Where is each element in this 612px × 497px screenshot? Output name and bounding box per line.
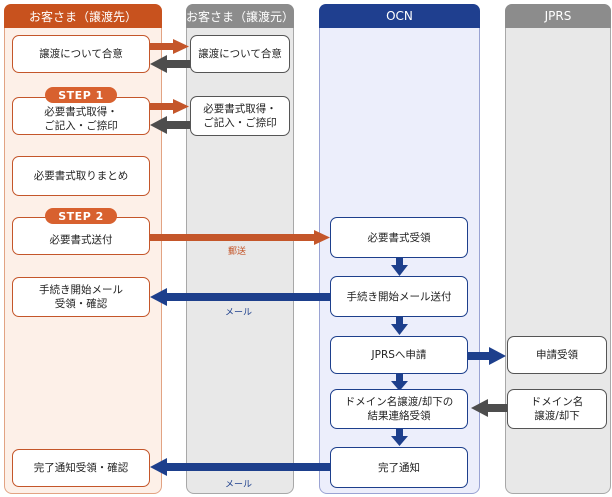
box-jprs-decision-line2: 譲渡/却下 [534,410,580,422]
box-docs-new: 必要書式取得・ ご記入・ご捺印 [12,97,150,135]
label-mail-2: メール [225,480,253,490]
label-post: 郵送 [228,247,247,257]
box-receive-docs-text: 必要書式受領 [367,231,431,244]
box-start-mail-send-text: 手続き開始メール送付 [346,290,452,303]
box-agree-old-text: 譲渡について合意 [198,48,282,60]
box-receive-docs: 必要書式受領 [330,217,468,258]
box-docs-new-line2: ご記入・ご捺印 [44,120,118,132]
box-complete-recv: 完了通知受領・確認 [12,449,150,487]
lane-header-customer-old: お客さま（譲渡元） [186,4,294,28]
box-complete-recv-text: 完了通知受領・確認 [33,462,129,474]
box-agree-new-text: 譲渡について合意 [39,48,123,60]
box-complete: 完了通知 [330,447,468,488]
box-send-text: 必要書式送付 [49,234,113,246]
box-start-mail-recv: 手続き開始メール 受領・確認 [12,277,150,317]
box-start-mail-recv-line2: 受領・確認 [54,298,108,310]
lane-header-ocn: OCN [319,4,480,28]
box-jprs-decision-line1: ドメイン名 [530,396,584,408]
lane-header-customer-new: お客さま（譲渡先） [4,4,162,28]
box-agree-old: 譲渡について合意 [190,35,290,73]
box-jprs-decision: ドメイン名 譲渡/却下 [507,389,607,429]
box-apply-jprs: JPRSへ申請 [330,336,468,374]
box-docs-new-line1: 必要書式取得・ [44,106,118,118]
box-compile: 必要書式取りまとめ [12,156,150,196]
box-start-mail-recv-line1: 手続き開始メール [39,284,123,296]
box-result-recv-line2: 結果連絡受領 [367,410,431,422]
box-jprs-receive-text: 申請受領 [536,349,578,361]
step1-badge: STEP 1 [45,87,117,103]
box-result-recv-line1: ドメイン名譲渡/却下の [344,396,454,408]
box-docs-old-line2: ご記入・ご捺印 [203,117,277,129]
box-compile-text: 必要書式取りまとめ [33,170,129,182]
box-apply-jprs-text: JPRSへ申請 [371,349,427,361]
step2-badge: STEP 2 [45,208,117,224]
box-result-recv: ドメイン名譲渡/却下の 結果連絡受領 [330,389,468,429]
box-jprs-receive: 申請受領 [507,336,607,374]
box-docs-old-line1: 必要書式取得・ [203,103,277,115]
label-mail-1: メール [225,308,253,318]
lane-customer-old [186,4,294,494]
box-agree-new: 譲渡について合意 [12,35,150,73]
box-start-mail-send: 手続き開始メール送付 [330,276,468,317]
box-docs-old: 必要書式取得・ ご記入・ご捺印 [190,96,290,136]
box-complete-text: 完了通知 [378,461,420,474]
lane-header-jprs: JPRS [505,4,611,28]
